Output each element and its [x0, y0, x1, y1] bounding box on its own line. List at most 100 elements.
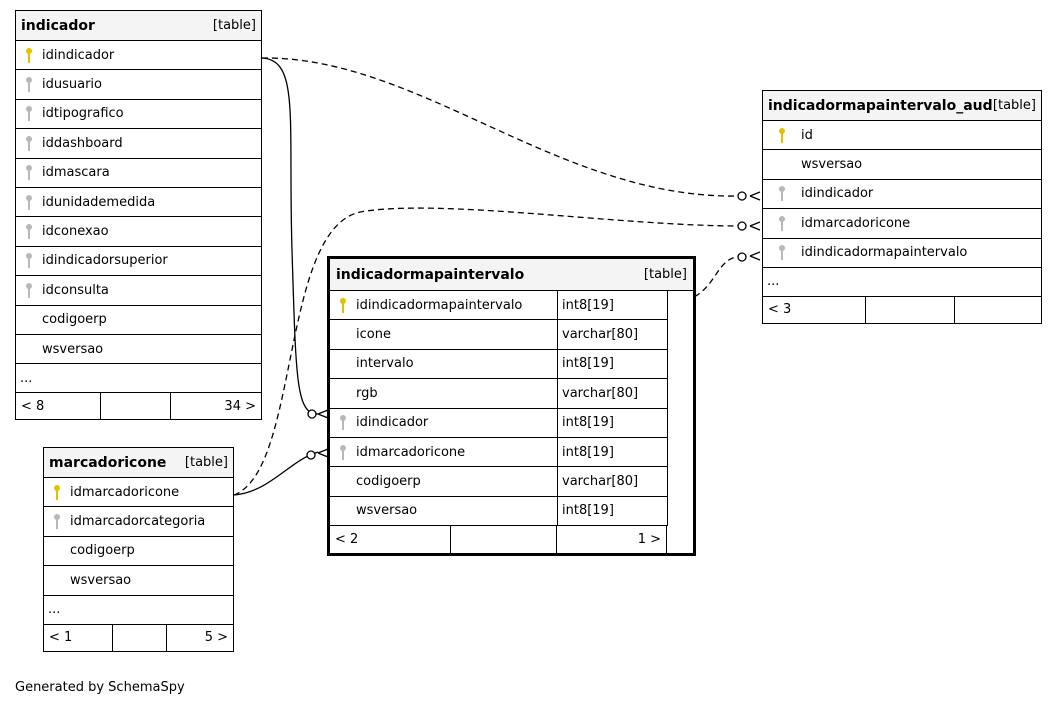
- column-type: int8[19]: [557, 408, 667, 437]
- column-row[interactable]: id: [763, 121, 1041, 151]
- children-count[interactable]: 1 >: [556, 526, 666, 554]
- foreign-key-icon: [16, 135, 42, 151]
- column-name: idindicador: [801, 186, 874, 202]
- table-header[interactable]: indicador [table]: [16, 11, 261, 41]
- column-name: idindicadorsuperior: [42, 253, 168, 269]
- column-row[interactable]: idindicadorsuperior: [16, 247, 261, 277]
- generated-by-footer: Generated by SchemaSpy: [15, 680, 185, 695]
- column-name: idmascara: [42, 165, 110, 181]
- foreign-key-icon: [16, 224, 42, 240]
- table-kind: [table]: [643, 267, 687, 282]
- column-row[interactable]: idindicador: [16, 41, 261, 71]
- primary-key-icon: [16, 47, 42, 63]
- parents-count[interactable]: < 2: [335, 532, 359, 548]
- rows-count: [450, 526, 556, 554]
- table-indicador[interactable]: indicador [table] idindicador idusuario id…: [15, 10, 262, 421]
- table-indicadormapaintervalo[interactable]: indicadormapaintervalo [table] idindicad…: [327, 256, 696, 557]
- column-row[interactable]: wsversao: [44, 566, 233, 596]
- link-marcadoricone-aud-endpoint-circle: [737, 221, 747, 231]
- column-type: int8[19]: [557, 291, 667, 320]
- table-indicadormapaintervalo-aud[interactable]: indicadormapaintervalo_aud [table] id wsv…: [762, 90, 1042, 324]
- children-count[interactable]: 5 >: [166, 624, 233, 651]
- column-row[interactable]: idmarcadoricone: [763, 209, 1041, 239]
- column-row[interactable]: idconexao: [16, 217, 261, 247]
- more-columns: ...: [763, 268, 1041, 297]
- column-name: idusuario: [42, 77, 102, 93]
- table-footer: < 2 1 >: [330, 526, 667, 554]
- table-header[interactable]: marcadoricone [table]: [44, 448, 233, 478]
- column-name: iddashboard: [42, 135, 123, 151]
- column-name: codigoerp: [42, 312, 107, 328]
- crowfoot-aud-idindicador: [749, 191, 761, 201]
- column-type: int8[19]: [557, 496, 667, 526]
- foreign-key-icon: [16, 77, 42, 93]
- foreign-key-icon: [16, 165, 42, 181]
- link-indicador-to-mapaintervalo: [261, 57, 319, 415]
- column-type: varchar[80]: [557, 467, 667, 496]
- link-indicador-endpoint-circle: [307, 409, 317, 419]
- column-name: icone: [356, 327, 391, 343]
- foreign-key-icon: [330, 444, 356, 460]
- table-kind: [table]: [212, 18, 256, 33]
- column-row[interactable]: idindicadormapaintervalo int8[19]: [330, 291, 667, 321]
- column-name: idtipografico: [42, 106, 124, 122]
- column-row[interactable]: codigoerp: [44, 537, 233, 567]
- column-name: rgb: [356, 385, 378, 401]
- column-row[interactable]: idmarcadorcategoria: [44, 507, 233, 537]
- table-name: indicador: [21, 17, 95, 34]
- parents-count[interactable]: < 1: [49, 630, 73, 646]
- link-indicador-to-aud: [261, 57, 741, 197]
- column-type: int8[19]: [557, 349, 667, 379]
- table-kind: [table]: [992, 98, 1036, 113]
- more-columns: ...: [44, 596, 233, 625]
- column-row[interactable]: iddashboard: [16, 129, 261, 159]
- column-name: idindicadormapaintervalo: [801, 245, 968, 261]
- column-type: varchar[80]: [557, 379, 667, 408]
- column-row[interactable]: idmascara: [16, 159, 261, 188]
- table-name: indicadormapaintervalo_aud: [768, 97, 993, 114]
- column-row[interactable]: wsversao: [16, 335, 261, 365]
- column-name: idmarcadoricone: [801, 215, 911, 231]
- column-name: idconexao: [42, 224, 109, 240]
- column-row[interactable]: codigoerp: [16, 306, 261, 335]
- column-row[interactable]: wsversao: [763, 150, 1041, 180]
- column-row[interactable]: idconsulta: [16, 276, 261, 306]
- parents-count[interactable]: < 3: [768, 302, 792, 318]
- column-name: idindicadormapaintervalo: [356, 297, 523, 313]
- column-row[interactable]: idmarcadoricone: [44, 478, 233, 508]
- column-name: idunidademedida: [42, 194, 156, 210]
- column-row[interactable]: idtipografico: [16, 100, 261, 130]
- column-row[interactable]: idindicadormapaintervalo: [763, 239, 1041, 268]
- rows-count: [100, 393, 170, 420]
- column-row[interactable]: icone varchar[80]: [330, 320, 667, 350]
- column-row[interactable]: idunidademedida: [16, 188, 261, 218]
- column-type: varchar[80]: [557, 320, 667, 349]
- table-marcadoricone[interactable]: marcadoricone [table] idmarcadoricone idm…: [43, 447, 234, 652]
- column-name: wsversao: [42, 341, 104, 357]
- column-row[interactable]: rgb varchar[80]: [330, 379, 667, 409]
- column-name: idmarcadoricone: [356, 444, 466, 460]
- foreign-key-icon: [16, 194, 42, 210]
- crowfoot-mapaintervalo-idindicador: [317, 409, 329, 419]
- parents-count[interactable]: < 8: [21, 398, 45, 414]
- column-name: idindicador: [42, 47, 115, 63]
- rows-count: [112, 624, 166, 651]
- column-name: idmarcadoricone: [70, 484, 180, 500]
- column-row[interactable]: idindicador: [763, 180, 1041, 210]
- table-header[interactable]: indicadormapaintervalo [table]: [330, 259, 693, 291]
- link-mapaintervalo-aud-endpoint-circle: [737, 252, 747, 262]
- table-footer: < 3: [763, 296, 1041, 323]
- table-name: indicadormapaintervalo: [336, 266, 525, 283]
- column-row[interactable]: idusuario: [16, 70, 261, 100]
- children-count[interactable]: 34 >: [170, 393, 261, 420]
- table-header[interactable]: indicadormapaintervalo_aud [table]: [763, 91, 1041, 121]
- column-name: id: [801, 127, 813, 143]
- table-footer: < 1 5 >: [44, 624, 233, 651]
- column-row[interactable]: intervalo int8[19]: [330, 349, 667, 380]
- column-name: intervalo: [356, 356, 414, 372]
